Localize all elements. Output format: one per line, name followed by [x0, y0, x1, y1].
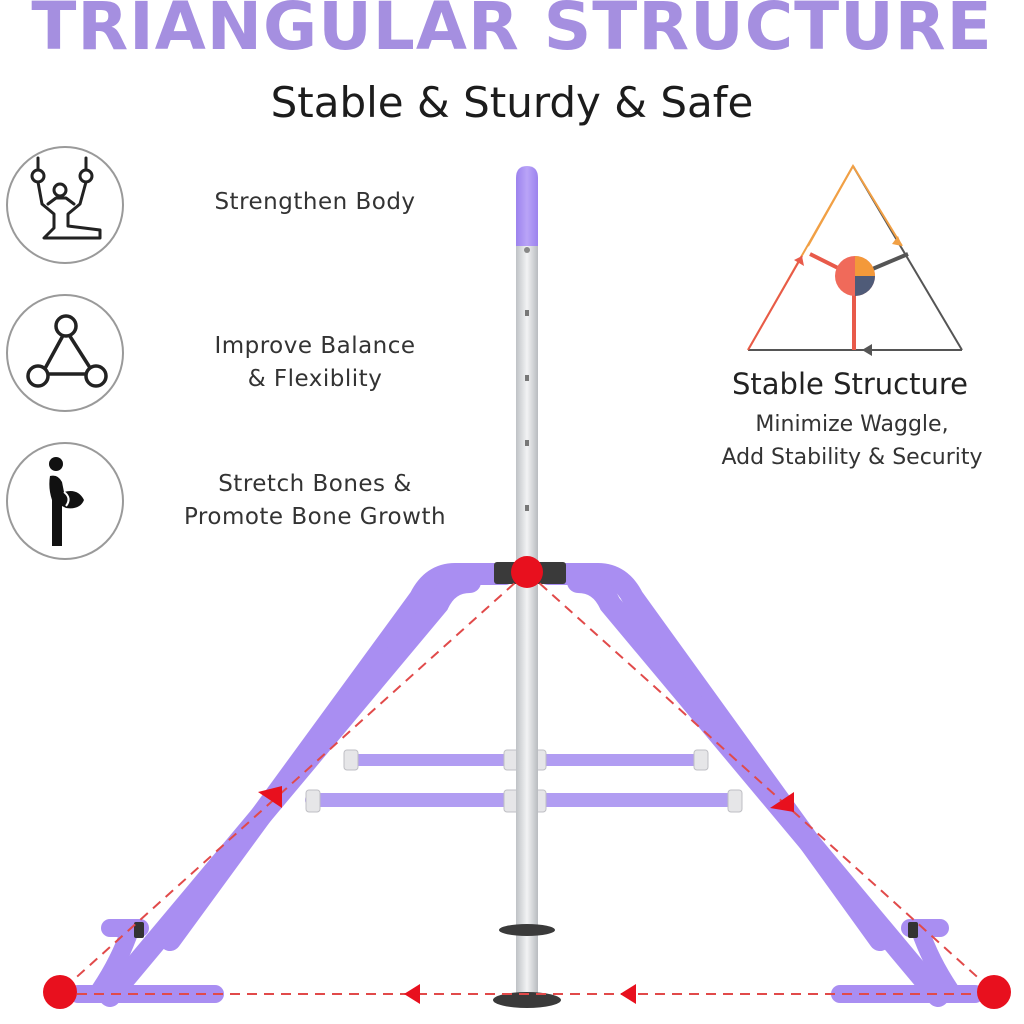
- gymnast-rings-icon: [6, 146, 124, 264]
- direction-arrows: [258, 786, 794, 1004]
- page-title: TRIANGULAR STRUCTURE: [31, 0, 993, 65]
- feature-text-line: Stretch Bones &: [218, 471, 412, 497]
- joint-markers: [43, 556, 1011, 1009]
- feature-text-line: & Flexiblity: [247, 366, 383, 392]
- stable-triangle-icon: [747, 164, 963, 356]
- feature-text-line: Strengthen Body: [214, 189, 416, 215]
- cross-bars: [305, 754, 741, 807]
- feature-stretch-bones: Stretch Bones & Promote Bone Growth: [140, 468, 490, 534]
- stretching-person-icon: [6, 442, 124, 560]
- structure-desc-line: Minimize Waggle,: [755, 412, 949, 437]
- feature-strengthen-body: Strengthen Body: [140, 186, 490, 219]
- center-pole: [516, 166, 538, 1000]
- feature-improve-balance: Improve Balance & Flexiblity: [140, 330, 490, 396]
- structure-desc-line: Add Stability & Security: [721, 445, 983, 470]
- force-triangle: [59, 571, 995, 995]
- feature-text-line: Promote Bone Growth: [183, 504, 447, 530]
- stable-structure-heading: Stable Structure: [732, 367, 968, 401]
- feature-text-line: Improve Balance: [214, 333, 416, 359]
- page-subtitle: Stable & Sturdy & Safe: [270, 78, 754, 127]
- triangle-balance-icon: [6, 294, 124, 412]
- stable-structure-description: Minimize Waggle, Add Stability & Securit…: [680, 408, 1024, 474]
